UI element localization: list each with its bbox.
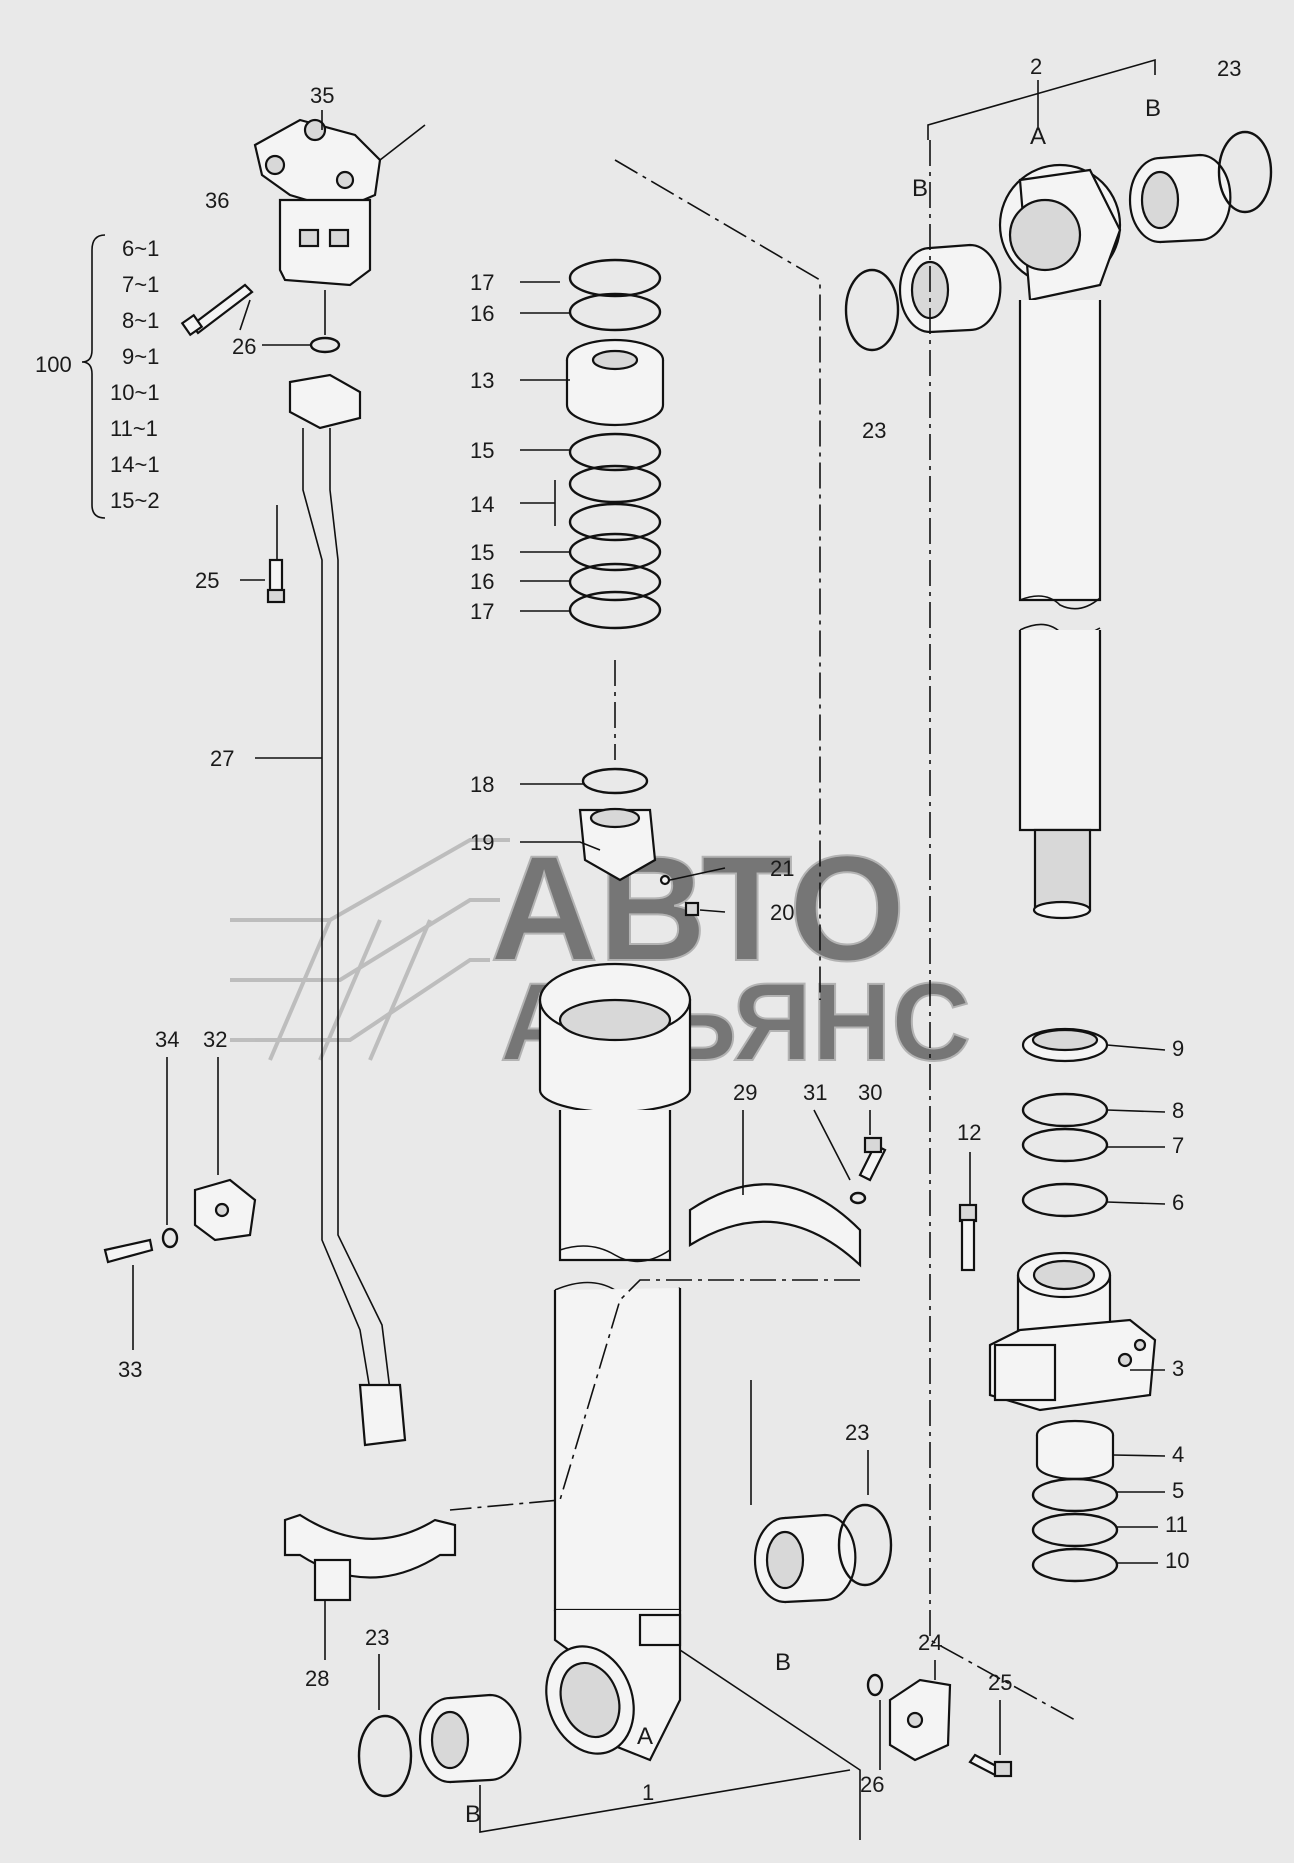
bolt-12 (958, 1203, 978, 1272)
callout-34: 34 (155, 1027, 179, 1052)
bushing-top-left (844, 243, 1002, 352)
cylinder-tube (538, 962, 692, 1762)
kit-item-4: 9~1 (122, 344, 159, 369)
rod-cover-3 (988, 1251, 1157, 1412)
callout-1: 1 (642, 1780, 654, 1805)
bushing-bottom-mid (753, 1503, 893, 1604)
callout-13: 13 (470, 368, 494, 393)
callout-30: 30 (858, 1080, 882, 1105)
callout-21: 21 (770, 856, 794, 881)
watermark-line1: АВТО (490, 824, 906, 992)
kit-item-2: 7~1 (122, 272, 159, 297)
callout-16b: 16 (470, 569, 494, 594)
letter-a-top: A (1030, 123, 1046, 150)
kit-item-3: 8~1 (122, 308, 159, 333)
callout-24: 24 (918, 1630, 942, 1655)
bushing-bottom-left (357, 1693, 522, 1798)
block-24 (866, 1673, 1013, 1778)
callout-23c: 23 (845, 1420, 869, 1445)
kit-item-5: 10~1 (110, 380, 160, 405)
callout-9: 9 (1172, 1036, 1184, 1061)
callout-14: 14 (470, 492, 494, 517)
callout-23d: 23 (365, 1625, 389, 1650)
bolt-30 (849, 1136, 887, 1205)
callout-17b: 17 (470, 599, 494, 624)
rings-bottom-right (1031, 1419, 1119, 1583)
callout-15a: 15 (470, 438, 494, 463)
callout-19: 19 (470, 830, 494, 855)
kit-item-7: 14~1 (110, 452, 160, 477)
kit-item-6: 11~1 (110, 416, 158, 441)
kit-number: 100 (35, 352, 72, 377)
bracket-32 (193, 1178, 257, 1242)
callout-23b: 23 (862, 418, 886, 443)
bolt-33 (103, 1227, 179, 1264)
callout-23a: 23 (1217, 56, 1241, 81)
callout-11: 11 (1165, 1512, 1188, 1537)
callout-17a: 17 (470, 270, 494, 295)
callout-4: 4 (1172, 1442, 1184, 1467)
callout-29: 29 (733, 1080, 757, 1105)
callout-36: 36 (205, 188, 229, 213)
kit-item-1: 6~1 (122, 236, 159, 261)
callout-labels: 1 2 3 4 5 6 7 8 9 10 11 12 13 14 15 15 1… (118, 54, 1241, 1828)
callout-10: 10 (1165, 1548, 1189, 1573)
callout-31: 31 (803, 1080, 827, 1105)
kit-item-8: 15~2 (110, 488, 160, 513)
letter-b-bottom-mid: B (775, 1649, 791, 1676)
callout-2: 2 (1030, 54, 1042, 79)
callout-5: 5 (1172, 1478, 1184, 1503)
callout-32: 32 (203, 1027, 227, 1052)
bolt-25-left (266, 505, 286, 604)
piston-stack (565, 258, 700, 917)
callout-26b: 26 (860, 1772, 884, 1797)
clamp-28 (283, 1513, 457, 1602)
o-ring-26-top (309, 336, 341, 354)
callout-15b: 15 (470, 540, 494, 565)
callout-25a: 25 (195, 568, 219, 593)
callout-35: 35 (310, 83, 334, 108)
safety-valve (253, 118, 426, 287)
kit-list: 100 6~1 7~1 8~1 9~1 10~1 11~1 14~1 15~2 (35, 236, 160, 513)
callout-7: 7 (1172, 1133, 1184, 1158)
kit-brace (81, 234, 106, 519)
callout-20: 20 (770, 900, 794, 925)
seals-right (1021, 1027, 1109, 1218)
letter-b-bottom-left: B (465, 1801, 481, 1828)
letter-b-top-right: B (1145, 95, 1161, 122)
watermark-logo-icon (230, 838, 510, 1061)
callout-26a: 26 (232, 334, 256, 359)
piston-rod (998, 163, 1122, 920)
callout-33: 33 (118, 1357, 142, 1382)
callout-8: 8 (1172, 1098, 1184, 1123)
callout-18: 18 (470, 772, 494, 797)
callout-3: 3 (1172, 1356, 1184, 1381)
letter-a-bottom: A (637, 1723, 653, 1750)
bushing-top-right (1128, 130, 1273, 244)
callout-12: 12 (957, 1120, 981, 1145)
clamp-29 (688, 1183, 862, 1268)
bolt-36 (180, 283, 254, 337)
callout-25b: 25 (988, 1670, 1012, 1695)
callout-28: 28 (305, 1666, 329, 1691)
pipe-27 (288, 373, 407, 1447)
callout-16a: 16 (470, 301, 494, 326)
letter-b-top-left: B (912, 175, 928, 202)
callout-6: 6 (1172, 1190, 1184, 1215)
callout-27: 27 (210, 746, 234, 771)
